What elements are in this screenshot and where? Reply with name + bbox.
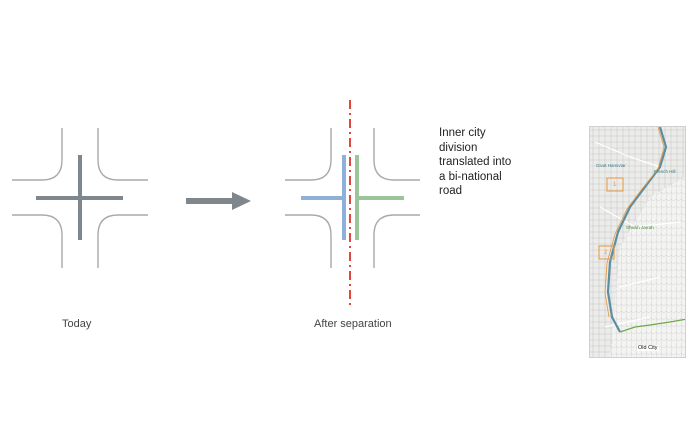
today-caption: Today [62, 318, 92, 330]
map-marker-2: 2 [604, 250, 608, 256]
jerusalem-map: Givat Hamivtar French Hill Sheikh Jarrah… [589, 126, 686, 358]
map-marker-1-box [606, 177, 624, 192]
description-line: a bi-national [439, 170, 502, 183]
curb-top-right [97, 128, 148, 181]
map-boundary [604, 127, 665, 318]
map-highway [606, 127, 668, 333]
map-marker-2-box [598, 245, 615, 260]
after-separation-caption: After separation [314, 318, 392, 330]
after-curbs [285, 128, 420, 268]
description-line: Inner city [439, 127, 486, 139]
map-green-line [619, 318, 685, 333]
map-label-french-hill: French Hill [654, 169, 676, 174]
map-label-givat-hamivtar: Givat Hamivtar [596, 163, 626, 168]
map-label-sheikh-jarrah: Sheikh Jarrah [626, 225, 654, 230]
curb-bottom-left [12, 214, 63, 268]
today-curbs [12, 128, 148, 268]
map-label-old-city: Old City [637, 345, 659, 351]
map-artwork [590, 127, 685, 357]
description-line: division [439, 141, 478, 154]
curb-top-left [12, 128, 63, 181]
description-line: road [439, 185, 463, 197]
curb-bottom-right [97, 214, 148, 268]
description-text: Inner city division translated into a bi… [439, 126, 549, 199]
after-curb-top-right [373, 128, 420, 181]
transition-arrow [186, 192, 251, 210]
description-line: translated into [439, 156, 512, 168]
after-curb-bottom-left [285, 214, 332, 268]
map-roads [594, 141, 681, 328]
map-marker-1: 1 [613, 182, 617, 188]
arrow-head [232, 192, 251, 210]
after-curb-bottom-right [373, 214, 420, 268]
after-curb-top-left [285, 128, 332, 181]
